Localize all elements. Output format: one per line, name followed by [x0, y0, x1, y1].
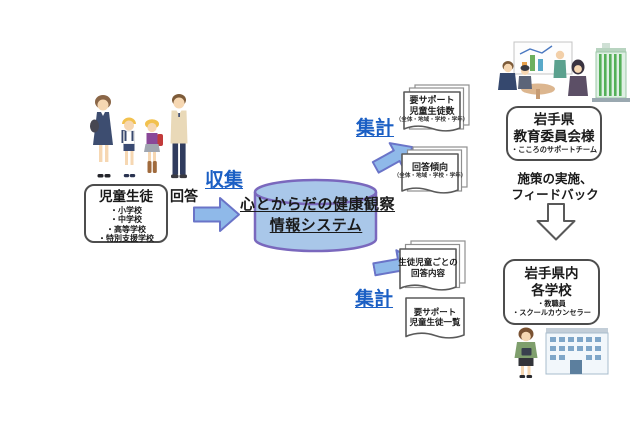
doc-line: 要サポート: [409, 94, 455, 105]
schools-item: ・教職員: [537, 299, 566, 308]
students-item: ・特別支援学校: [98, 234, 154, 243]
system-database-cylinder: [253, 178, 378, 253]
doc-line: 要サポート: [413, 306, 457, 317]
schools-box: 岩手県内 各学校 ・教職員 ・スクールカウンセラー: [503, 259, 600, 325]
doc-support-list: 要サポート 児童生徒一覧: [405, 297, 468, 344]
schools-item: ・スクールカウンセラー: [512, 308, 591, 317]
doc-support-count: 要サポート 児童生徒数 （全体・地域・学校・学年）: [396, 84, 471, 136]
doc-line: 児童生徒一覧: [409, 317, 461, 327]
system-title: 心とからだの健康観察 情報システム: [240, 194, 396, 236]
students-item: ・小学校: [110, 205, 142, 215]
board-line1: 岩手県: [533, 112, 575, 127]
doc-answer-trend: 回答傾向 （全体・地域・学校・学年）: [394, 146, 469, 198]
board-line2: 教育委員会様: [513, 128, 595, 144]
doc-subline: （全体・地域・学校・学年）: [395, 116, 469, 123]
schools-line2: 各学校: [531, 282, 572, 298]
board-sub: ・こころのサポートチーム: [510, 145, 598, 154]
feedback-label: 施策の実施、 フィードバック: [511, 172, 599, 202]
doc-line: 生徒児童ごとの: [398, 257, 458, 267]
aggregate-top-label: 集計: [356, 118, 395, 139]
doc-per-student-answers: 生徒児童ごとの 回答内容: [398, 240, 467, 295]
school-staff-illustration: [514, 327, 609, 378]
schools-line1: 岩手県内: [524, 266, 579, 281]
students-box: 児童生徒 ・小学校 ・中学校 ・高等学校 ・特別支援学校: [84, 184, 168, 243]
doc-subline: （全体・地域・学校・学年）: [393, 173, 467, 179]
doc-line: 回答傾向: [411, 162, 448, 172]
feedback-down-arrow: [536, 203, 576, 241]
collect-label: 収集: [205, 170, 244, 191]
collect-arrow: [193, 197, 240, 232]
answer-label: 回答: [170, 188, 198, 204]
system-title-line2: 情報システム: [269, 217, 363, 234]
board-box: 岩手県 教育委員会様 ・こころのサポートチーム: [506, 106, 602, 161]
students-box-title: 児童生徒: [99, 189, 153, 204]
students-item: ・中学校: [110, 215, 142, 224]
doc-line: 児童生徒数: [409, 105, 455, 116]
students-item: ・高等学校: [106, 224, 146, 234]
doc-line: 回答内容: [410, 267, 445, 278]
students-illustration: [90, 94, 188, 179]
board-meeting-illustration: [498, 41, 630, 102]
aggregate-bottom-label: 集計: [355, 289, 394, 310]
system-title-line1: 心とからだの健康観察: [240, 196, 396, 213]
